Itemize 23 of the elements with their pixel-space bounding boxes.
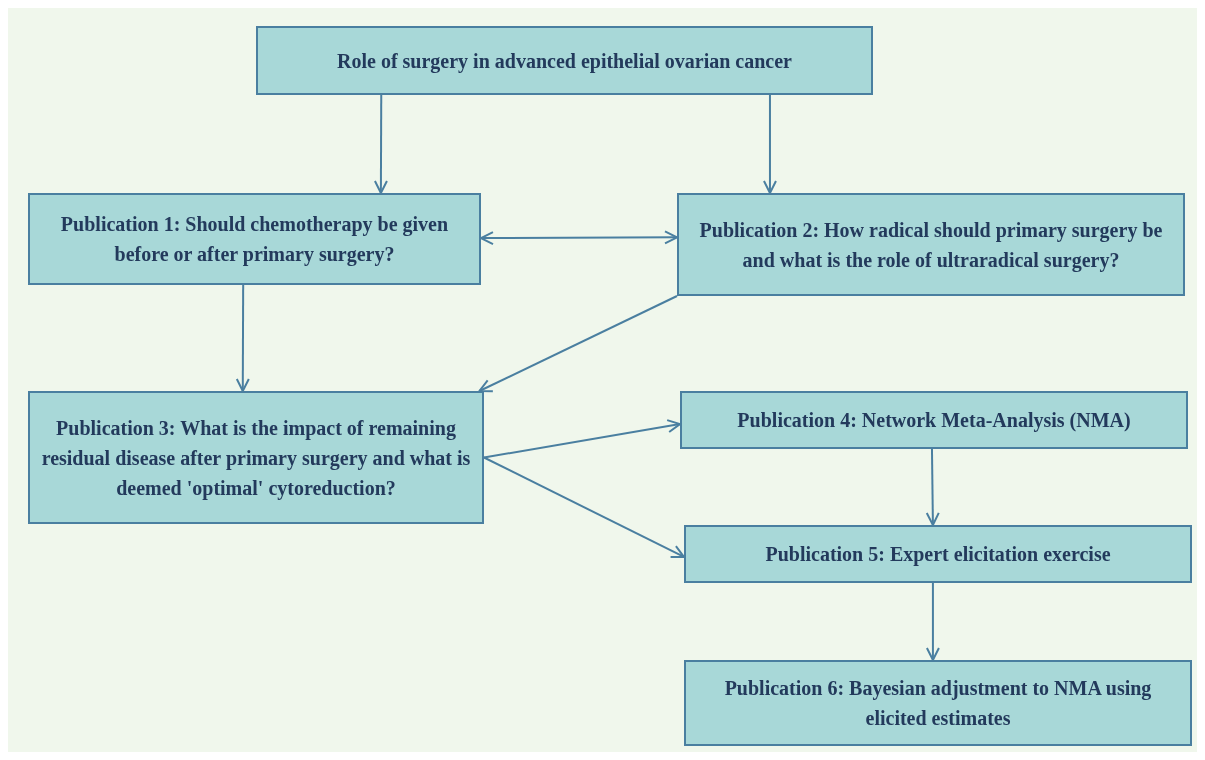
box-text: Publication 1: Should chemotherapy be given before or after primary surgery? (59, 212, 450, 268)
process-box (677, 193, 1185, 296)
process-box (28, 193, 481, 285)
arrow (925, 582, 940, 661)
process-box (684, 525, 1192, 583)
arrow (480, 230, 678, 246)
arrow (483, 419, 681, 459)
box-text: Role of surgery in advanced epithelial ovarian cancer (337, 48, 792, 75)
arrow (373, 94, 388, 194)
process-box (680, 391, 1188, 449)
box-text: Publication 3: What is the impact of remaining residual disease after primary surgery and what is deemed 'optimal' cytoreduction? (40, 415, 472, 502)
process-box (256, 26, 873, 95)
box-text: Publication 5: Expert elicitation exercise (765, 542, 1111, 568)
arrow (235, 284, 250, 392)
process-box (684, 660, 1192, 746)
arrow (478, 295, 678, 393)
process-box (28, 391, 484, 524)
box-text: Publication 2: How radical should primary surgery be and what is the role of ultraradical surgery? (698, 217, 1164, 274)
box-text: Publication 6: Bayesian adjustment to NMA using elicited estimates (723, 676, 1153, 731)
arrow (762, 94, 777, 194)
arrow (925, 448, 940, 526)
arrow (483, 456, 685, 558)
box-text: Publication 4: Network Meta-Analysis (NMA) (737, 408, 1131, 434)
